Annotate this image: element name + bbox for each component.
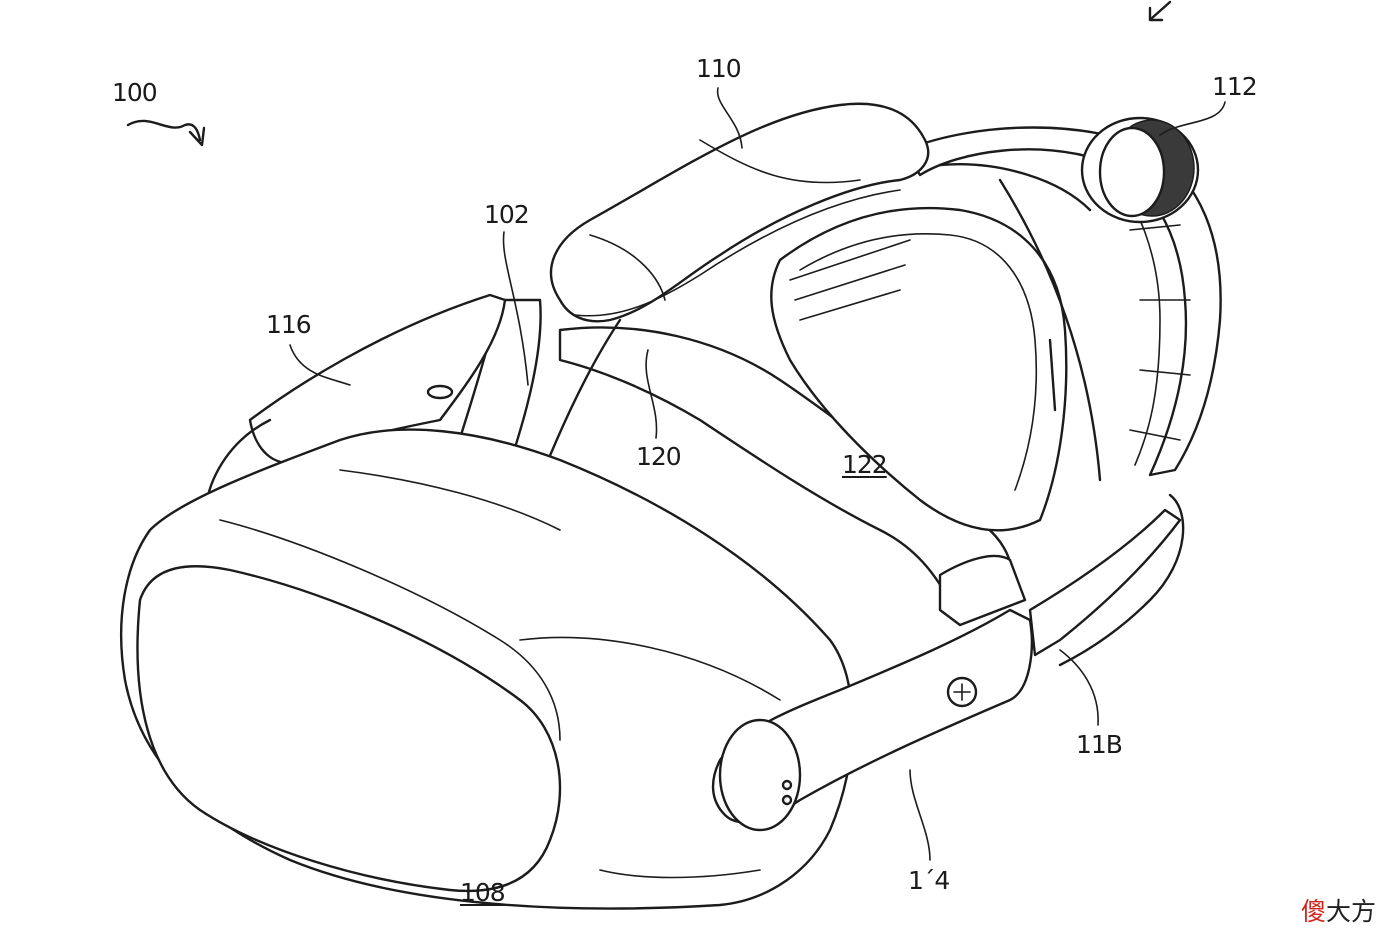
right-rear-cable <box>1058 493 1185 667</box>
right-arm-logo-mark <box>953 683 971 701</box>
top-strap-edge <box>574 189 901 317</box>
visor-seam-mid <box>339 469 561 531</box>
ref-label-116: 116 <box>266 310 312 339</box>
ref-label-100: 100 <box>112 78 158 107</box>
visor-seam-top <box>219 519 561 741</box>
leader-110 <box>716 87 743 149</box>
side-cable <box>938 163 1102 482</box>
ref-label-112: 112 <box>1212 72 1258 101</box>
right-clip <box>938 554 1027 627</box>
leader-102 <box>502 231 529 386</box>
visor-seam-side <box>519 636 781 879</box>
ref-label-120: 120 <box>636 442 682 471</box>
right-arm-end-cap <box>718 718 802 832</box>
right-arm-port-1 <box>781 779 793 791</box>
ref-label-114: 1´4 <box>908 866 950 895</box>
leader-top-right-arrowhead <box>1148 6 1164 22</box>
watermark: 傻大方 <box>1301 892 1376 928</box>
right-rear-arm <box>1028 508 1182 657</box>
watermark-accent: 傻 <box>1300 897 1326 926</box>
ref-label-110: 110 <box>696 54 742 83</box>
side-vent <box>1048 338 1057 412</box>
ref-label-122: 122 <box>842 450 888 479</box>
dial-face <box>1098 126 1166 218</box>
eye-cushion-inner <box>799 232 1038 491</box>
left-arm-button <box>426 384 454 400</box>
ref-label-102: 102 <box>484 200 530 229</box>
leader-114 <box>909 769 931 861</box>
leader-top-right <box>1150 0 1172 20</box>
leader-116 <box>289 344 351 386</box>
leader-120 <box>645 349 658 439</box>
leader-112 <box>1159 101 1226 136</box>
right-arm-port-2 <box>781 794 793 806</box>
top-strap-ridge <box>589 139 861 301</box>
eye-cushion-slats <box>789 239 911 321</box>
visor-front-face <box>136 565 562 893</box>
leader-100 <box>126 119 202 142</box>
ref-label-108: 108 <box>460 878 506 907</box>
eye-cushion <box>770 206 1068 532</box>
leader-118 <box>1059 649 1099 726</box>
watermark-text: 大方 <box>1325 897 1376 926</box>
ref-label-118: 11B <box>1076 730 1123 759</box>
leader-100-arrowhead <box>188 126 206 147</box>
